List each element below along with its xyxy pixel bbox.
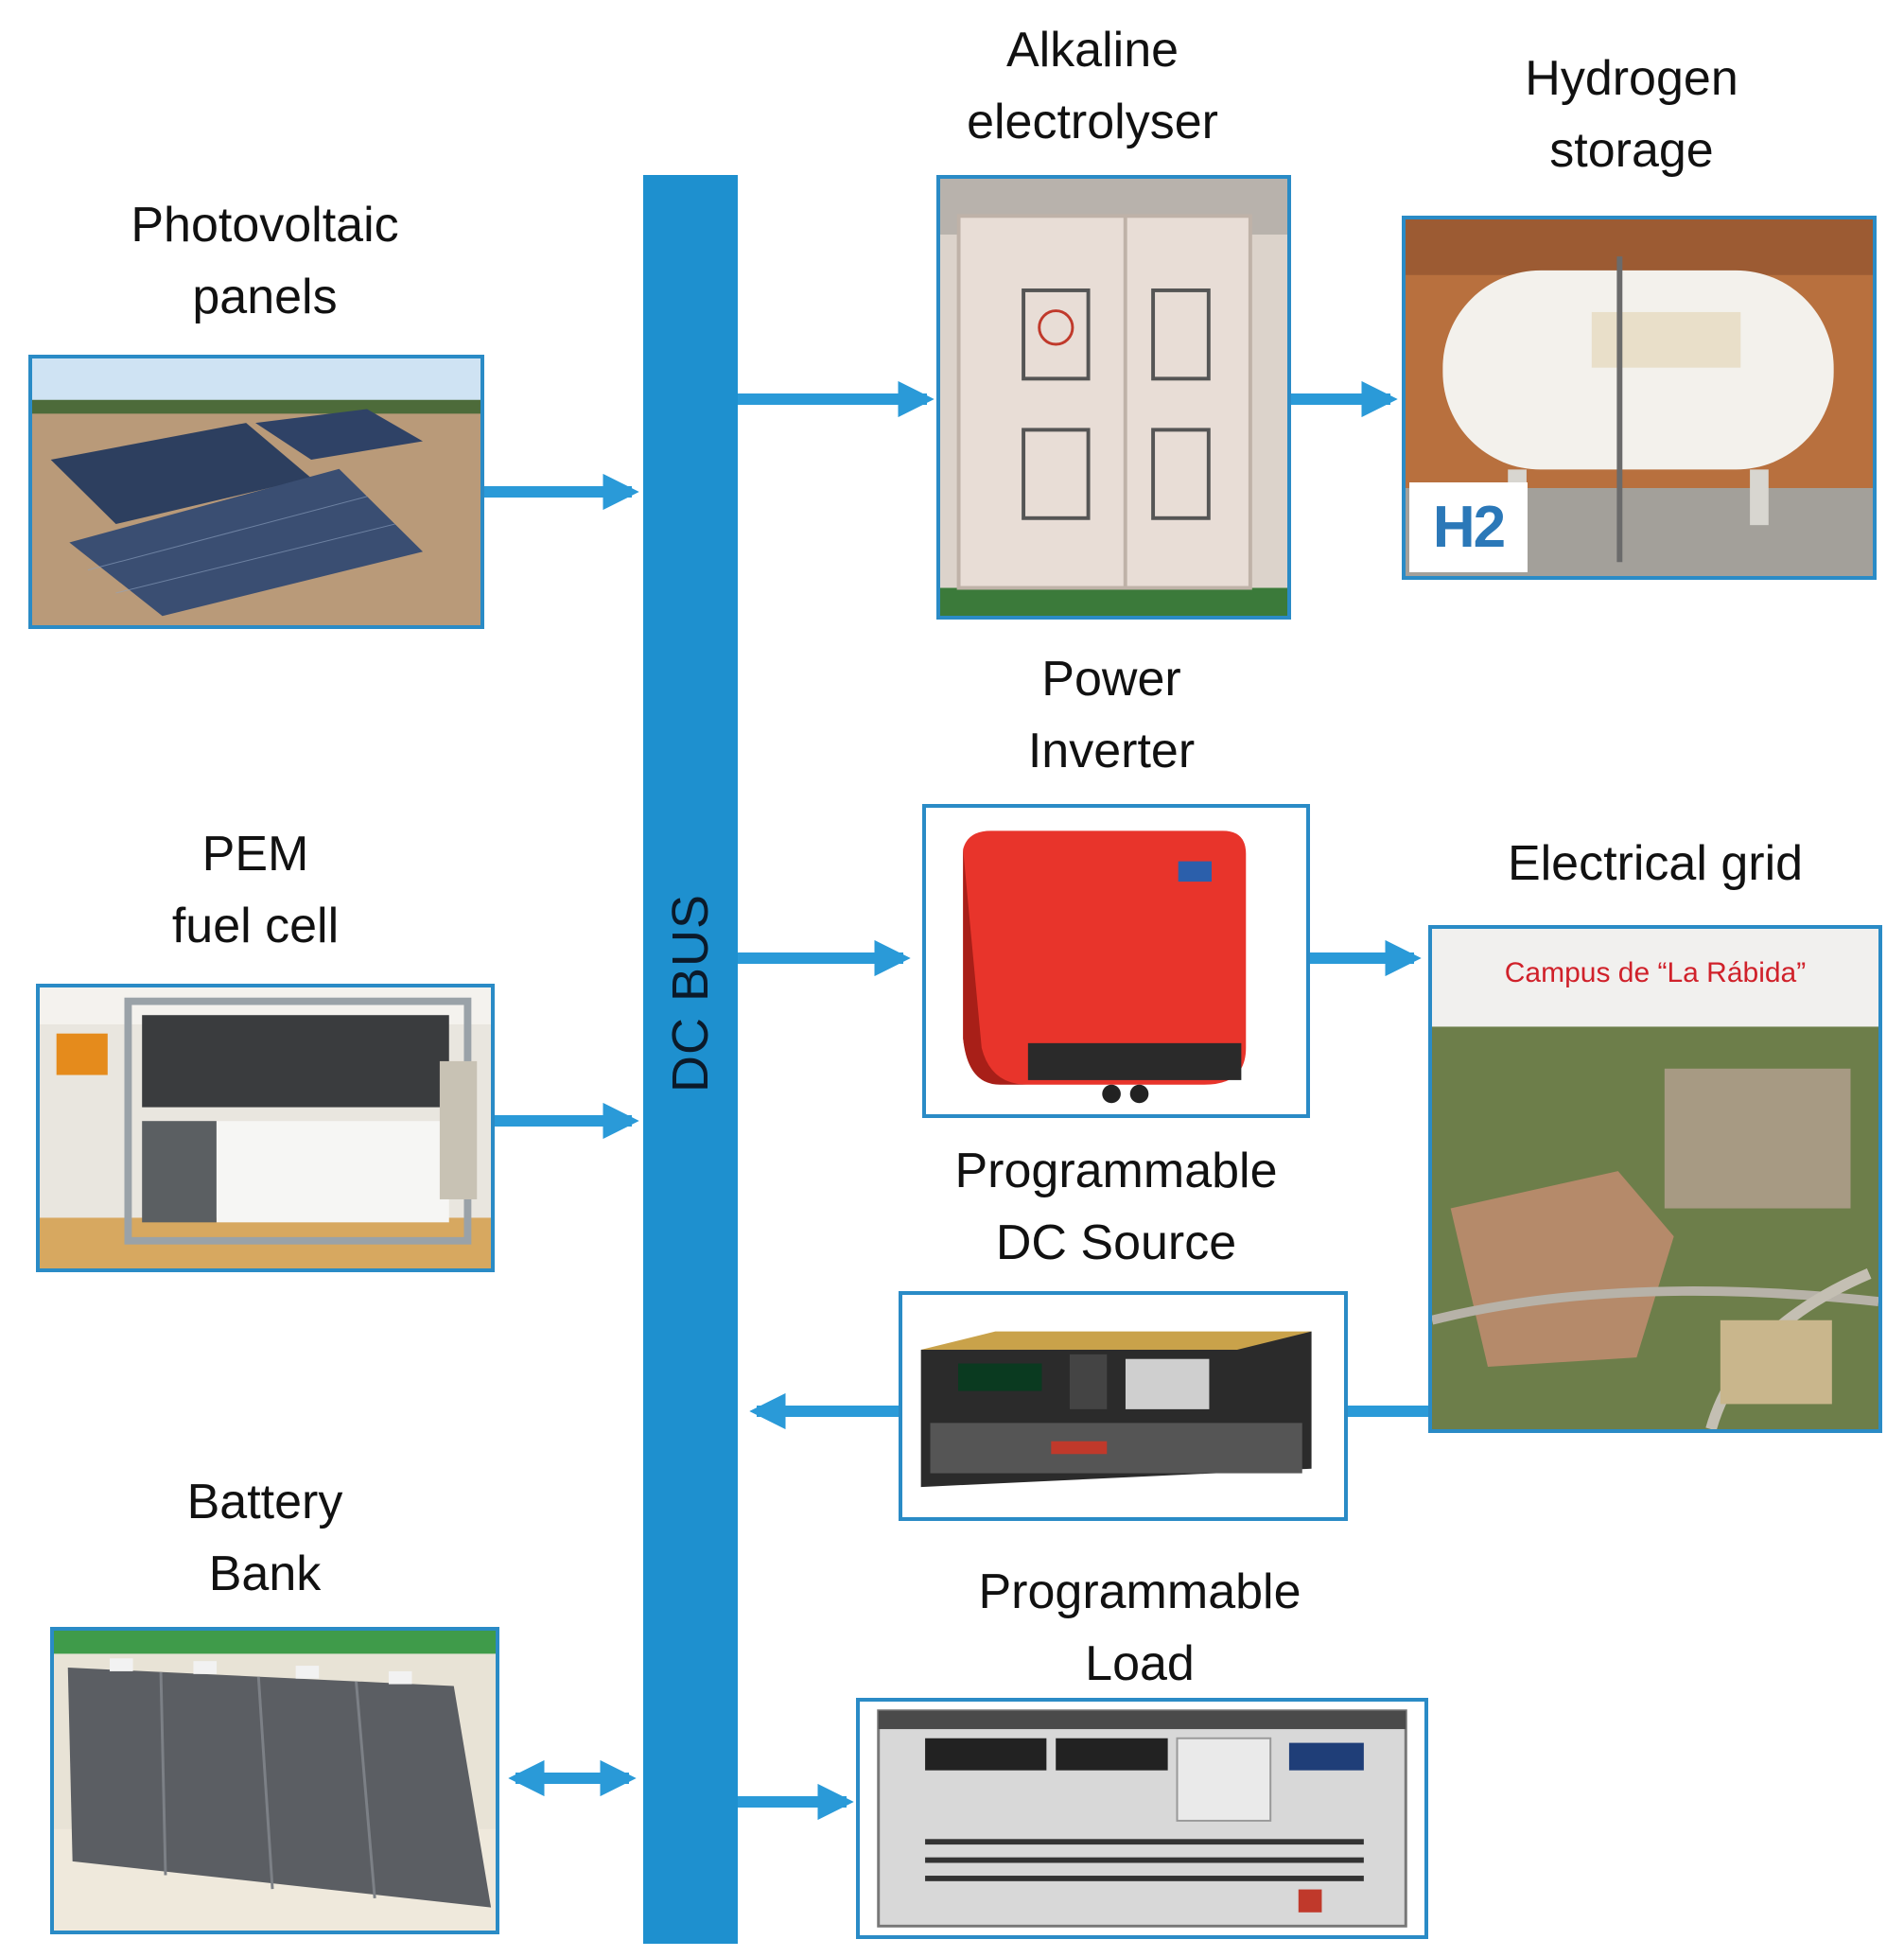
electrical-grid-photo: Campus de “La Rábida” xyxy=(1428,925,1882,1433)
dc-bus-bar xyxy=(643,175,738,1944)
pv-panels-photo xyxy=(28,355,484,629)
h2-logo: H2 xyxy=(1409,482,1528,572)
dc-source-photo xyxy=(899,1291,1348,1521)
hydrogen-storage-photo: H2 xyxy=(1402,216,1877,580)
battery-bank-photo xyxy=(50,1627,499,1934)
programmable-load-photo xyxy=(856,1698,1428,1939)
grid-campus-caption: Campus de “La Rábida” xyxy=(1504,957,1807,988)
power-inverter-photo xyxy=(922,804,1310,1118)
alkaline-electrolyser-photo xyxy=(936,175,1291,620)
pem-fuel-cell-photo xyxy=(36,984,495,1272)
grid-label: Electrical grid xyxy=(1507,836,1804,891)
dc-bus-label: DC BUS xyxy=(662,893,719,1093)
